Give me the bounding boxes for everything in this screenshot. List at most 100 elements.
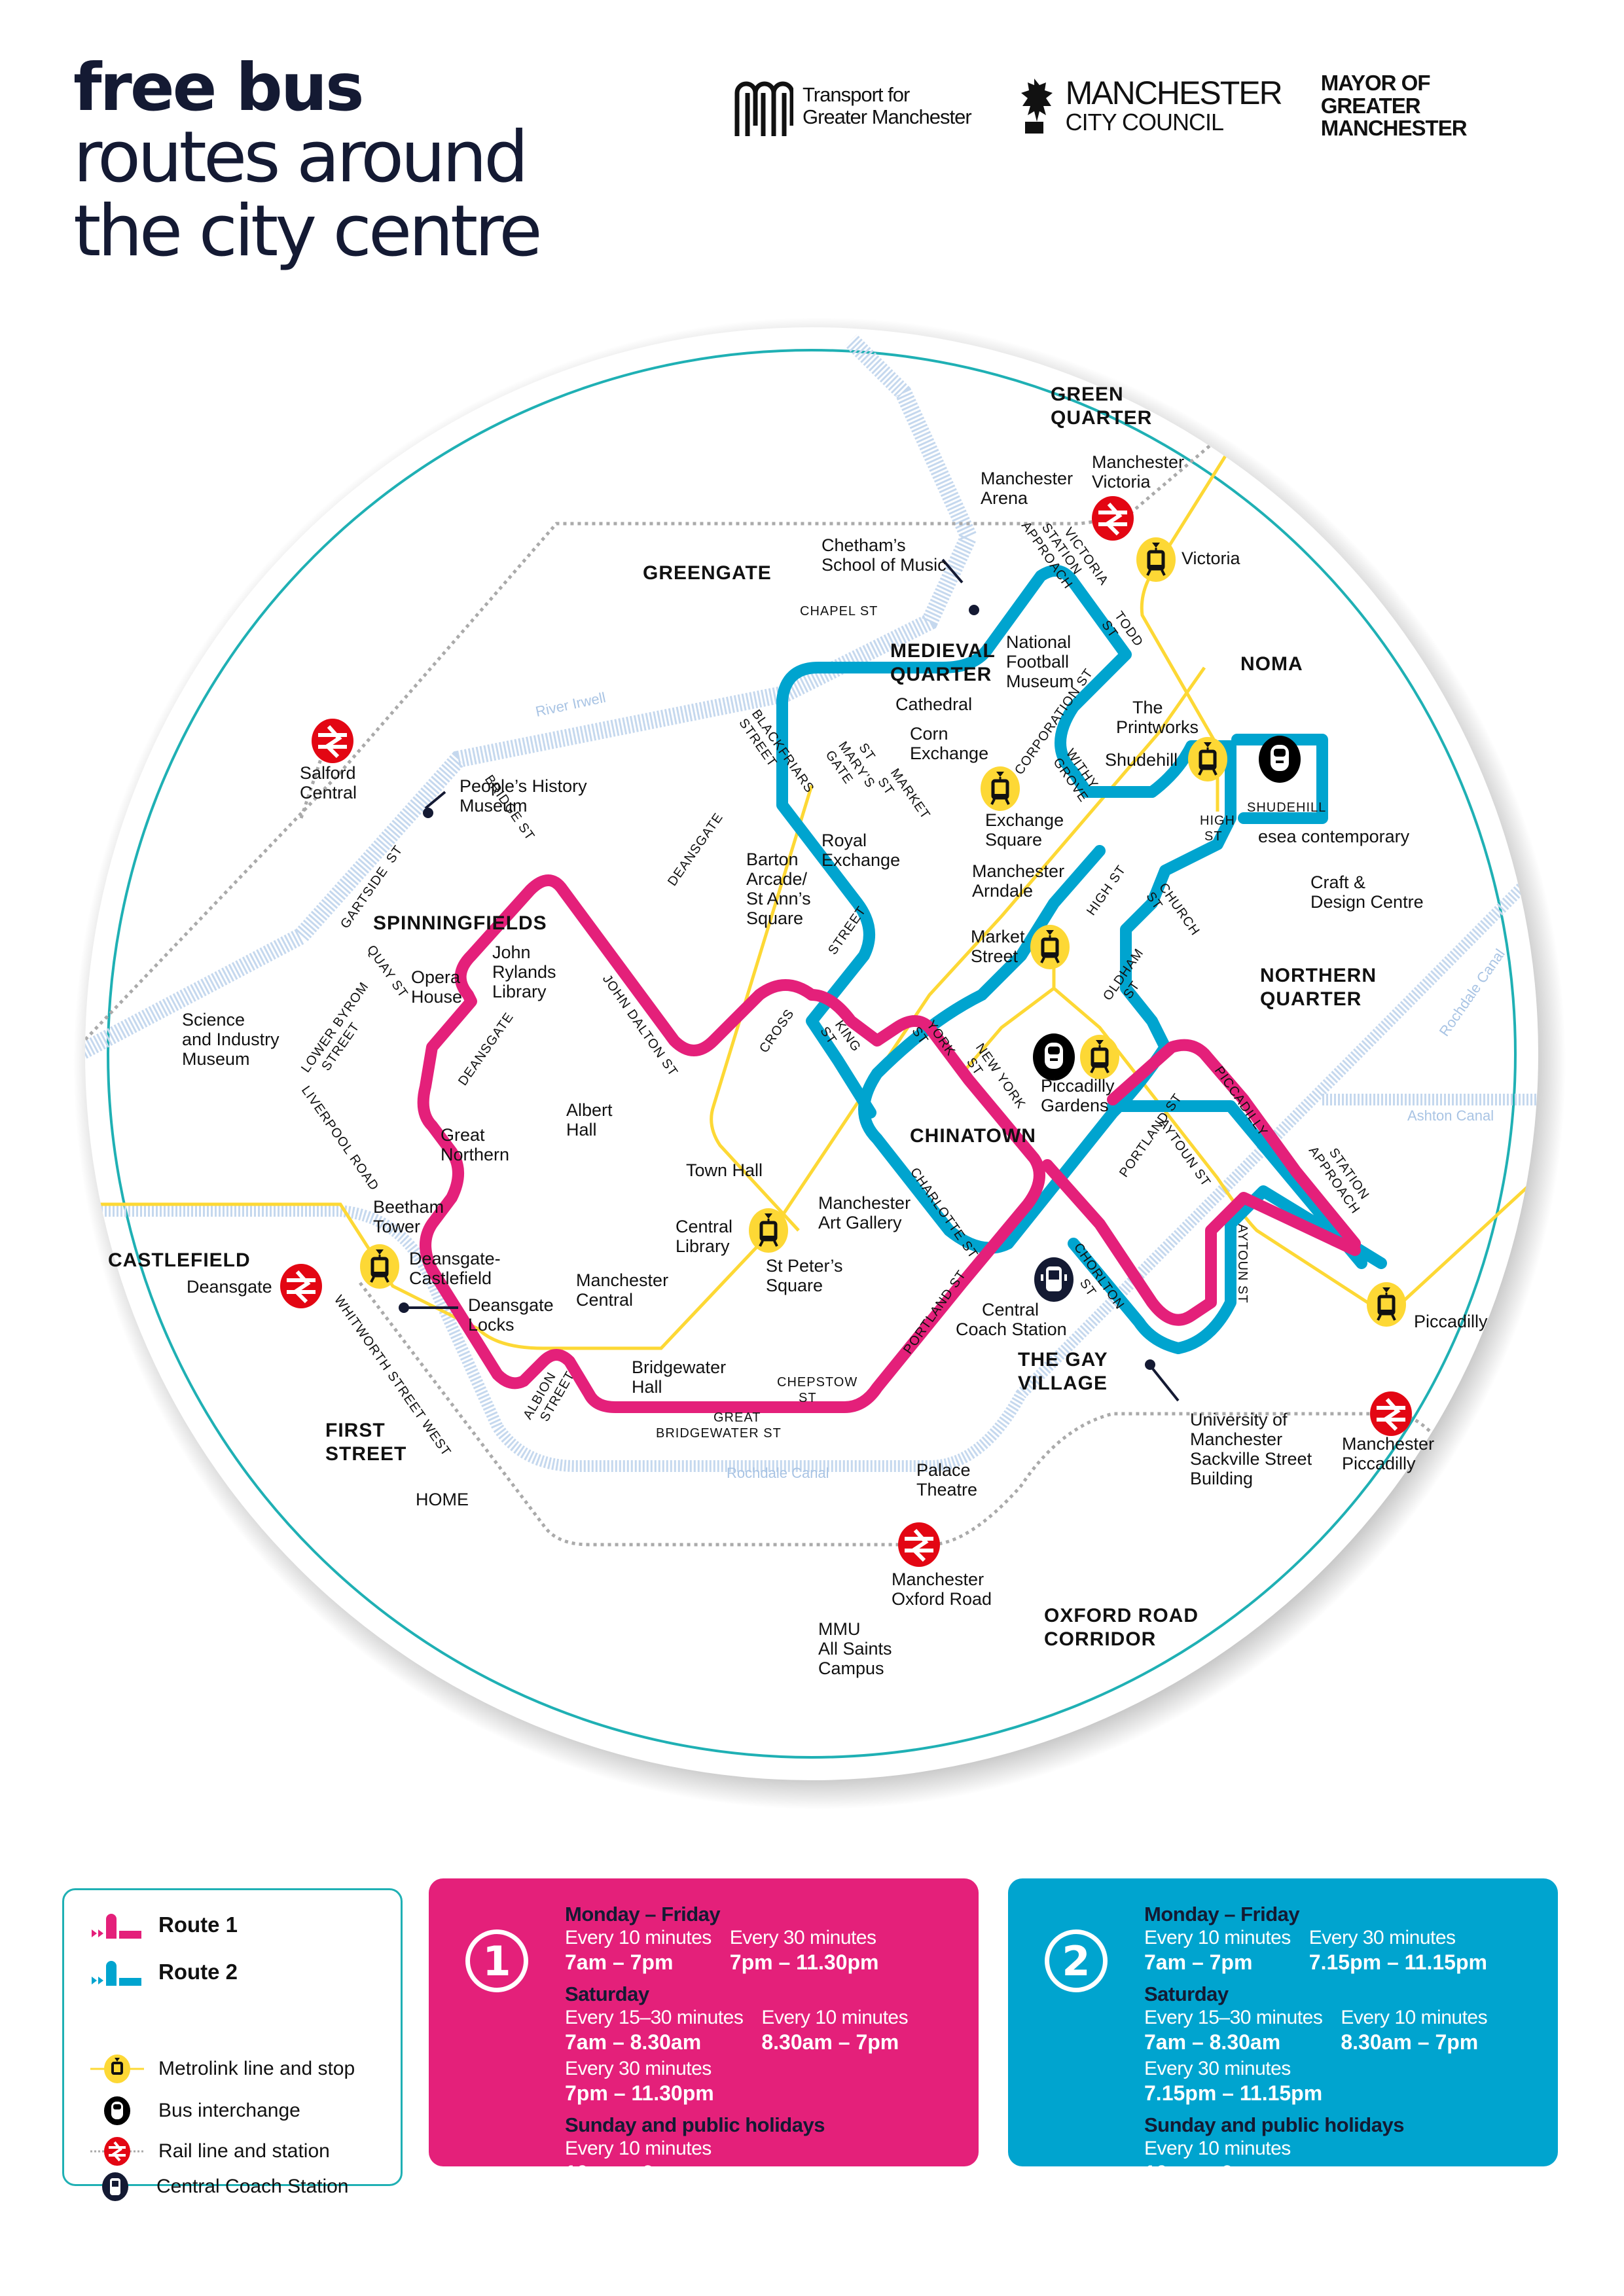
frequency: Every 10 minutes	[565, 1927, 712, 1949]
manchester-victoria-rail-icon[interactable]	[1092, 496, 1134, 541]
frequency: Every 10 minutes	[565, 2137, 712, 2159]
saturday-heading: Saturday	[1144, 1982, 1229, 2005]
deansgate-castlefield-tram-icon[interactable]	[360, 1244, 399, 1289]
sunday-heading: Sunday and public holidays	[1144, 2113, 1404, 2136]
mayor-line-2: GREATER	[1320, 93, 1421, 118]
deansgate-rail-icon[interactable]	[280, 1264, 322, 1308]
pointer-lines	[406, 558, 1180, 1402]
time-range: 7pm – 11.30pm	[729, 1950, 879, 1975]
river-irwell	[85, 334, 979, 1068]
time-range: 7.15pm – 11.15pm	[1308, 1950, 1487, 1975]
legend-bus-interchange: Bus interchange	[90, 2096, 300, 2126]
frequency: Every 10 minutes	[761, 2006, 909, 2028]
sunday-heading: Sunday and public holidays	[565, 2113, 825, 2136]
victoria-tram-icon[interactable]	[1136, 537, 1176, 582]
route-2-badge: 2	[1045, 1929, 1108, 1992]
map-circle	[85, 327, 1538, 1780]
frequency: Every 30 minutes	[1308, 1927, 1456, 1949]
exchange-square-tram-icon[interactable]	[981, 766, 1020, 811]
shudehill-tram-icon[interactable]	[1188, 737, 1227, 781]
time-range: 7.15pm – 11.15pm	[1144, 2081, 1323, 2106]
piccadilly-gardens-bus-interchange-icon[interactable]	[1033, 1033, 1075, 1081]
uni-manchester-dot	[1145, 1359, 1155, 1370]
rail-lines	[85, 404, 1468, 1547]
legend-coach-label: Central Coach Station	[156, 2176, 349, 2197]
page-title: free bus routes around the city centre	[73, 49, 543, 273]
mcc-line-2: CITY COUNCIL	[1065, 109, 1224, 136]
manchester-city-council-logo: MANCHESTER CITY COUNCIL	[1011, 75, 1283, 136]
tfgm-mark-icon	[734, 81, 793, 136]
svg-text:esea contemporary: esea contemporary	[1258, 827, 1410, 846]
coach-station-icon	[102, 2172, 128, 2201]
market-street-tram-icon[interactable]	[1030, 925, 1070, 969]
route-1-badge: 1	[465, 1929, 528, 1992]
frequency: Every 30 minutes	[729, 1927, 876, 1949]
svg-text:GREENGATE: GREENGATE	[643, 562, 772, 584]
title-line-2: routes around	[73, 117, 529, 198]
map-legend: Route 1 Route 2 Metrolink line and stop …	[62, 1888, 403, 2186]
central-coach-station-icon[interactable]	[1033, 1256, 1075, 1303]
time-range: 7am – 8.30am	[565, 2030, 702, 2054]
time-range: 8.30am – 7pm	[761, 2030, 899, 2054]
legend-rail: Rail line and station	[90, 2136, 330, 2166]
svg-text:CHINATOWN: CHINATOWN	[910, 1125, 1036, 1147]
time-range: 7pm – 11.30pm	[565, 2081, 714, 2106]
frequency: Every 10 minutes	[1144, 2137, 1291, 2159]
svg-text:Shudehill: Shudehill	[1105, 750, 1178, 770]
shudehill-bus-interchange-icon[interactable]	[1259, 736, 1301, 783]
metrolink-stop-icon	[90, 2054, 144, 2083]
title-line-1: free bus	[73, 49, 365, 126]
salford-central-rail-icon[interactable]	[312, 719, 353, 763]
frequency: Every 30 minutes	[1144, 2058, 1291, 2080]
manchester-piccadilly-rail-icon[interactable]	[1370, 1391, 1412, 1436]
svg-text:Craft &Design Centre: Craft &Design Centre	[1310, 872, 1424, 912]
route-2-stop-icon	[92, 1961, 141, 1986]
st-peters-square-tram-icon[interactable]	[749, 1208, 788, 1253]
svg-text:CHAPEL ST: CHAPEL ST	[800, 604, 878, 619]
mcc-line-1: MANCHESTER	[1065, 75, 1283, 112]
piccadilly-gardens-tram-icon[interactable]	[1080, 1035, 1119, 1079]
tfgm-logo: Transport for Greater Manchester	[733, 73, 972, 139]
weekday-heading: Monday – Friday	[1144, 1903, 1300, 1926]
time-range: 10am – 6pm	[565, 2161, 685, 2185]
time-range: 7am – 7pm	[565, 1950, 674, 1975]
time-range: 8.30am – 7pm	[1341, 2030, 1479, 2054]
manchester-oxford-road-rail-icon[interactable]	[898, 1522, 940, 1567]
route-map: River Irwell Rochdale Canal Rochdale Can…	[73, 317, 1566, 1810]
mayor-logo: MAYOR OF GREATER MANCHESTER	[1320, 71, 1468, 141]
title-line-3: the city centre	[73, 190, 543, 273]
frequency: Every 30 minutes	[565, 2058, 712, 2080]
svg-text:SHUDEHILL: SHUDEHILL	[1247, 800, 1326, 815]
piccadilly-tram-icon[interactable]	[1367, 1282, 1406, 1327]
frequency: Every 10 minutes	[1144, 1927, 1291, 1949]
mayor-line-3: MANCHESTER	[1320, 116, 1468, 141]
